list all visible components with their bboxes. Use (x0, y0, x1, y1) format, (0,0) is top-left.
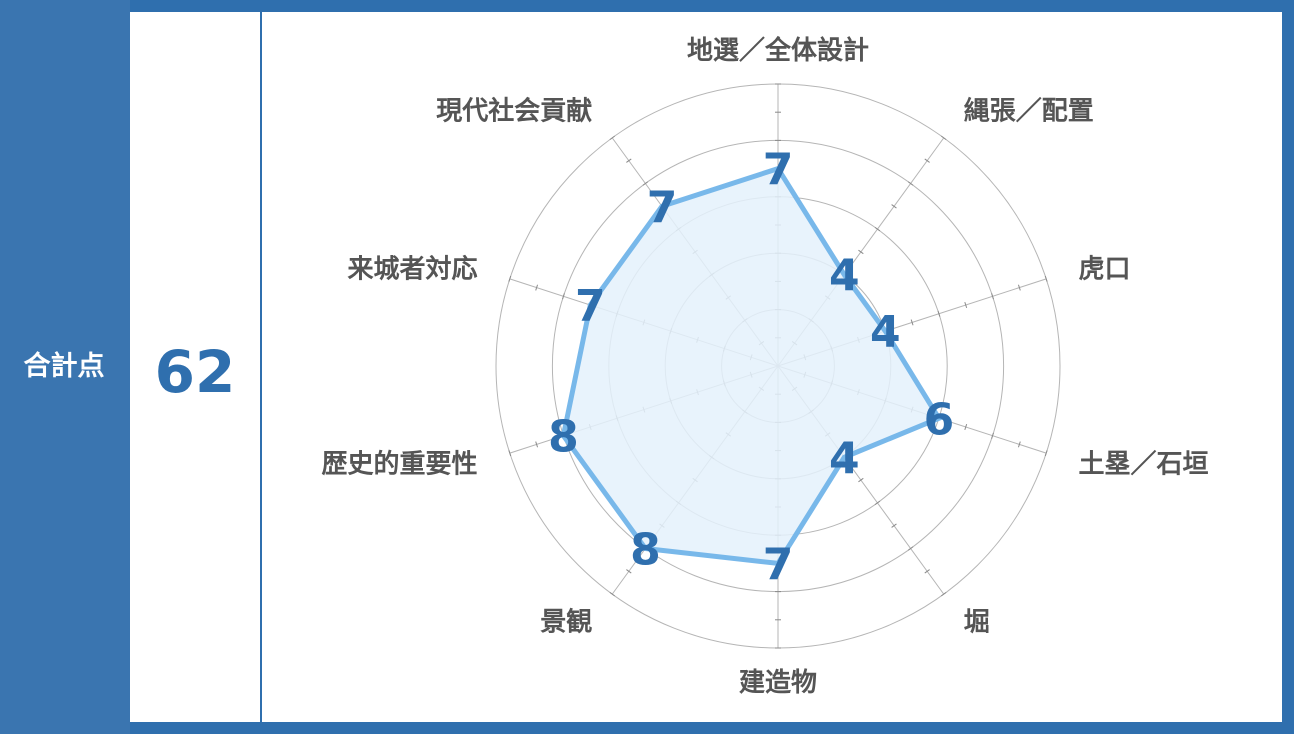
axis-tick (924, 158, 930, 163)
category-label: 堀 (964, 608, 990, 638)
category-label: 現代社会貢献 (436, 95, 592, 126)
series-area (560, 165, 943, 567)
axis-tick (937, 310, 941, 317)
axis-tick (964, 423, 968, 431)
data-label: 4 (870, 307, 901, 358)
category-label: 歴史的重要性 (321, 449, 477, 480)
axis-tick (535, 441, 539, 448)
category-label: 虎口 (1079, 254, 1131, 284)
axis-tick (642, 181, 649, 186)
panel-divider (260, 12, 262, 722)
axis-tick (964, 301, 968, 309)
axis-tick (991, 432, 994, 439)
total-score-value: 62 (154, 338, 236, 406)
axis-tick (891, 523, 897, 528)
data-label: 7 (647, 182, 678, 233)
axis-tick (858, 249, 864, 255)
data-label: 4 (829, 433, 860, 484)
axis-tick (1044, 275, 1048, 282)
category-label: 縄張／配置 (964, 96, 1094, 126)
axis-tick (1017, 284, 1021, 291)
radar-chart: 7446478877地選／全体設計縄張／配置虎口土塁／石垣堀建造物景観歴史的重要… (321, 35, 1209, 698)
data-label: 7 (763, 145, 794, 196)
total-score-panel: 62 (130, 12, 260, 722)
axis-tick (609, 135, 615, 141)
axis-tick (858, 477, 864, 483)
axis-tick (910, 319, 914, 326)
axis-tick (508, 275, 512, 282)
axis-tick (1017, 441, 1021, 448)
category-label: 建造物 (739, 668, 817, 698)
data-label: 6 (924, 394, 955, 445)
axis-tick (941, 135, 947, 141)
data-label: 7 (763, 539, 794, 590)
axis-tick (874, 500, 881, 506)
axis-tick (562, 293, 565, 300)
axis-tick (508, 450, 512, 457)
total-label-panel: 合計点 (0, 0, 130, 734)
category-label: 来城者対応 (347, 253, 477, 284)
category-label: 土塁／石垣 (1079, 450, 1209, 480)
data-label: 8 (630, 525, 661, 576)
axis-tick (924, 569, 930, 574)
category-label: 景観 (540, 607, 592, 638)
axis-tick (626, 158, 632, 163)
axis-tick (941, 591, 947, 597)
axis-tick (907, 181, 914, 186)
axis-tick (874, 226, 881, 232)
axis-tick (1044, 450, 1048, 457)
axis-tick (609, 591, 615, 597)
axis-tick (535, 284, 539, 291)
axis-tick (626, 569, 632, 574)
axis-tick (891, 204, 897, 209)
category-label: 地選／全体設計 (687, 35, 869, 66)
data-label: 7 (575, 281, 606, 332)
total-score-label: 合計点 (23, 351, 105, 382)
axis-tick (991, 293, 994, 300)
data-label: 8 (548, 412, 579, 463)
axis-tick (907, 546, 914, 551)
data-label: 4 (829, 251, 860, 302)
